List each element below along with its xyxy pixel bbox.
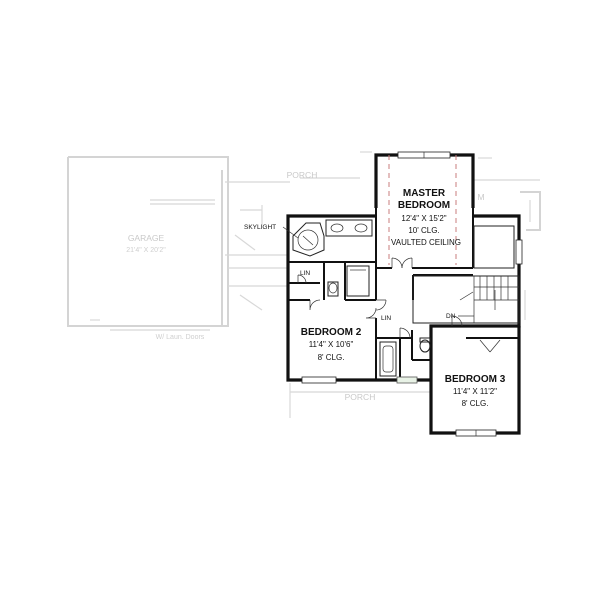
vaulted-ceiling-lines [388, 155, 457, 265]
master-bedroom-ceiling: 10' CLG. [408, 226, 439, 235]
master-bedroom-name-1: MASTER [403, 188, 446, 199]
master-bedroom-dims: 12'4" X 15'2" [401, 214, 446, 223]
master-bedroom-name-2: BEDROOM [398, 200, 450, 211]
bedroom-3-ceiling: 8' CLG. [462, 399, 489, 408]
linen-label-1: LIN [300, 270, 310, 277]
windows [301, 151, 523, 437]
doors [297, 257, 501, 353]
staircase [412, 275, 520, 324]
stair-down-label: DN [446, 313, 456, 320]
ghost-first-floor [67, 151, 541, 418]
garage-dims: 21'4" X 20'2" [126, 247, 166, 254]
master-bath-fixtures [292, 219, 373, 297]
linen-label-2: LIN [381, 315, 391, 322]
bedroom-2-ceiling: 8' CLG. [318, 353, 345, 362]
porch-bottom-label: PORCH [345, 392, 376, 402]
bedroom-3-dims: 11'4" X 11'2" [453, 387, 497, 396]
hall-bath-fixtures [379, 337, 431, 377]
garage-label: GARAGE [128, 233, 165, 243]
ghost-room-fragment: M [477, 192, 484, 202]
bedroom-3-name: BEDROOM 3 [445, 374, 506, 385]
bedroom-2-dims: 11'4" X 10'6" [309, 340, 354, 349]
skylight-label: SKYLIGHT [244, 224, 276, 231]
master-bedroom-ceiling-note: VAULTED CEILING [391, 238, 461, 247]
bedroom-2-name: BEDROOM 2 [301, 327, 362, 338]
overlook-box [473, 225, 515, 269]
porch-top-label: PORCH [287, 170, 318, 180]
skylight-leader [282, 226, 299, 239]
garage-note: W/ Laun. Doors [156, 334, 205, 341]
